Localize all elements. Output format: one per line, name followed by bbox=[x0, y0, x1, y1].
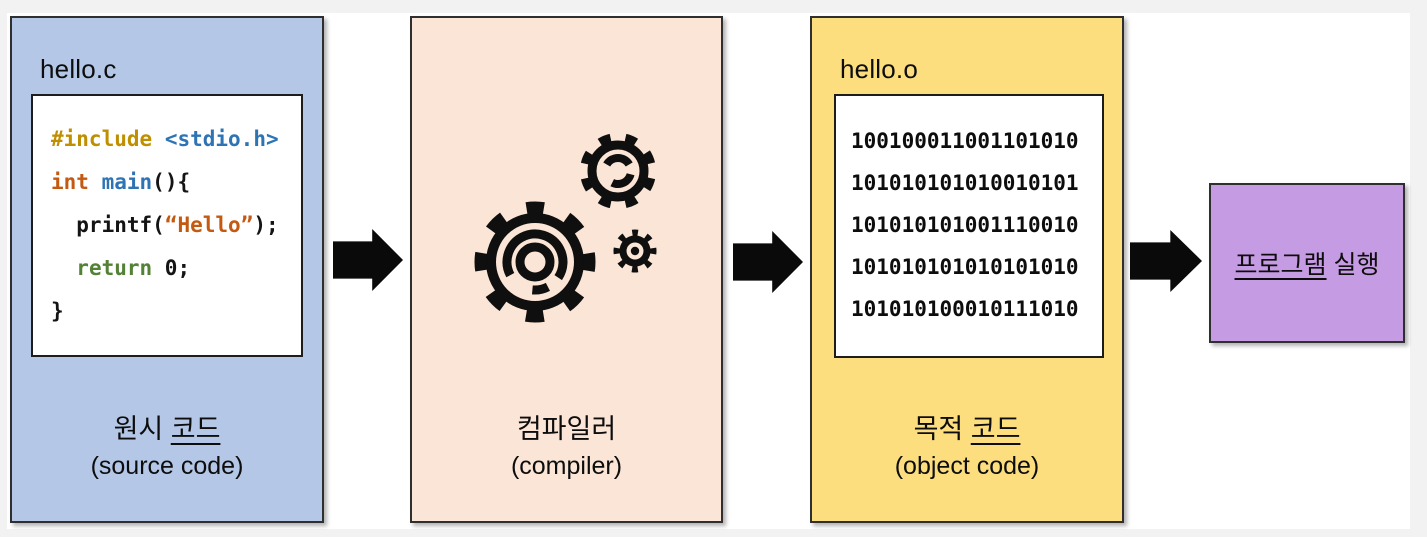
code-line: } bbox=[51, 299, 64, 323]
binary-code-snippet: 100100011001101010 101010101010010101 1010… bbox=[834, 94, 1104, 358]
source-code-snippet: #include <stdio.h> int main(){ printf(“He… bbox=[31, 94, 303, 357]
code-line: #include <stdio.h> bbox=[51, 127, 279, 151]
code-line: int main(){ bbox=[51, 170, 191, 194]
object-label-korean: 목적 코드 bbox=[913, 414, 1021, 444]
underlined-word: 코드 bbox=[170, 414, 221, 444]
object-code-box: hello.o 100100011001101010 10101010101001… bbox=[810, 16, 1124, 523]
compiler-box: 컴파일러 (compiler) bbox=[410, 16, 723, 523]
binary-line: 101010100010111010 bbox=[851, 297, 1079, 321]
source-label-korean: 원시 코드 bbox=[113, 414, 221, 444]
gears-icon bbox=[460, 121, 680, 346]
binary-line: 101010101001110010 bbox=[851, 213, 1079, 237]
compiler-box-label: 컴파일러 (compiler) bbox=[412, 407, 721, 481]
binary-lines: 100100011001101010 101010101010010101 1010… bbox=[836, 96, 1102, 330]
object-box-label: 목적 코드 (object code) bbox=[812, 407, 1122, 481]
code-line: printf(“Hello”); bbox=[51, 213, 279, 237]
run-label: 프로그램 실행 bbox=[1234, 251, 1380, 279]
source-file-name: hello.c bbox=[40, 54, 117, 84]
source-box-label: 원시 코드 (source code) bbox=[12, 407, 322, 481]
object-label-english: (object code) bbox=[894, 452, 1040, 480]
program-run-box: 프로그램 실행 bbox=[1209, 183, 1405, 343]
object-file-name: hello.o bbox=[840, 54, 919, 84]
underlined-word: 프로그램 bbox=[1234, 251, 1327, 279]
binary-line: 100100011001101010 bbox=[851, 129, 1079, 153]
c-code-lines: #include <stdio.h> int main(){ printf(“He… bbox=[33, 96, 301, 333]
compiler-label-korean: 컴파일러 bbox=[516, 414, 617, 444]
source-label-english: (source code) bbox=[90, 452, 244, 480]
code-line: return 0; bbox=[76, 256, 191, 280]
source-code-box: hello.c #include <stdio.h> int main(){ pr… bbox=[10, 16, 324, 523]
compiler-label-english: (compiler) bbox=[510, 452, 623, 480]
underlined-word: 코드 bbox=[970, 414, 1021, 444]
binary-line: 101010101010101010 bbox=[851, 255, 1079, 279]
binary-line: 101010101010010101 bbox=[851, 171, 1079, 195]
